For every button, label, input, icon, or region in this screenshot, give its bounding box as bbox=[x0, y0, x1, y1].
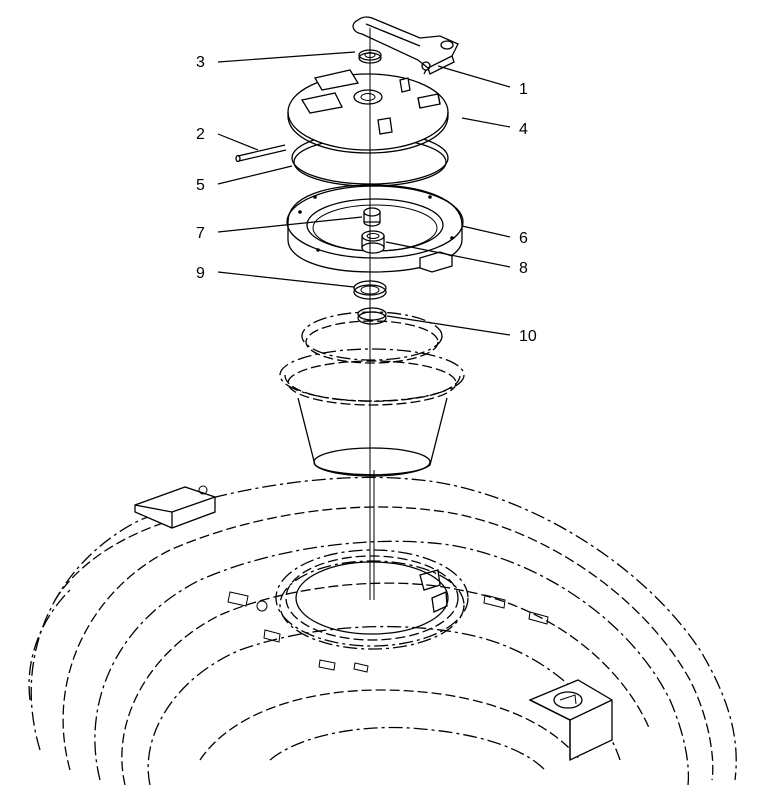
callout-8: 8 bbox=[519, 260, 528, 277]
tank-body bbox=[28, 476, 737, 786]
leader-6 bbox=[461, 225, 511, 238]
callout-2: 2 bbox=[196, 126, 205, 143]
leader-9 bbox=[217, 271, 355, 288]
part-7-plug bbox=[363, 207, 381, 227]
part-10-gasket bbox=[301, 307, 443, 364]
strainer-basket bbox=[279, 348, 465, 477]
callout-7: 7 bbox=[196, 225, 205, 242]
part-8-bushing bbox=[361, 230, 385, 254]
leader-8 bbox=[385, 241, 511, 268]
part-1-handle bbox=[352, 16, 459, 75]
part-2-pin bbox=[235, 144, 287, 163]
leader-lines bbox=[217, 51, 511, 336]
part-4-lid bbox=[287, 69, 449, 154]
callout-5: 5 bbox=[196, 177, 205, 194]
leader-5 bbox=[217, 165, 293, 185]
callout-1: 1 bbox=[519, 81, 528, 98]
part-6-flange bbox=[286, 184, 464, 273]
leader-4 bbox=[461, 117, 511, 128]
leader-3 bbox=[217, 51, 356, 63]
callout-10: 10 bbox=[519, 328, 537, 345]
leader-7 bbox=[217, 216, 363, 233]
callout-labels: 1 2 3 4 5 6 7 8 9 10 bbox=[196, 54, 537, 345]
callout-6: 6 bbox=[519, 230, 528, 247]
leader-1 bbox=[437, 65, 511, 88]
leader-2 bbox=[217, 133, 259, 151]
callout-9: 9 bbox=[196, 265, 205, 282]
callout-4: 4 bbox=[519, 121, 528, 138]
callout-3: 3 bbox=[196, 54, 205, 71]
leader-10 bbox=[386, 315, 511, 336]
